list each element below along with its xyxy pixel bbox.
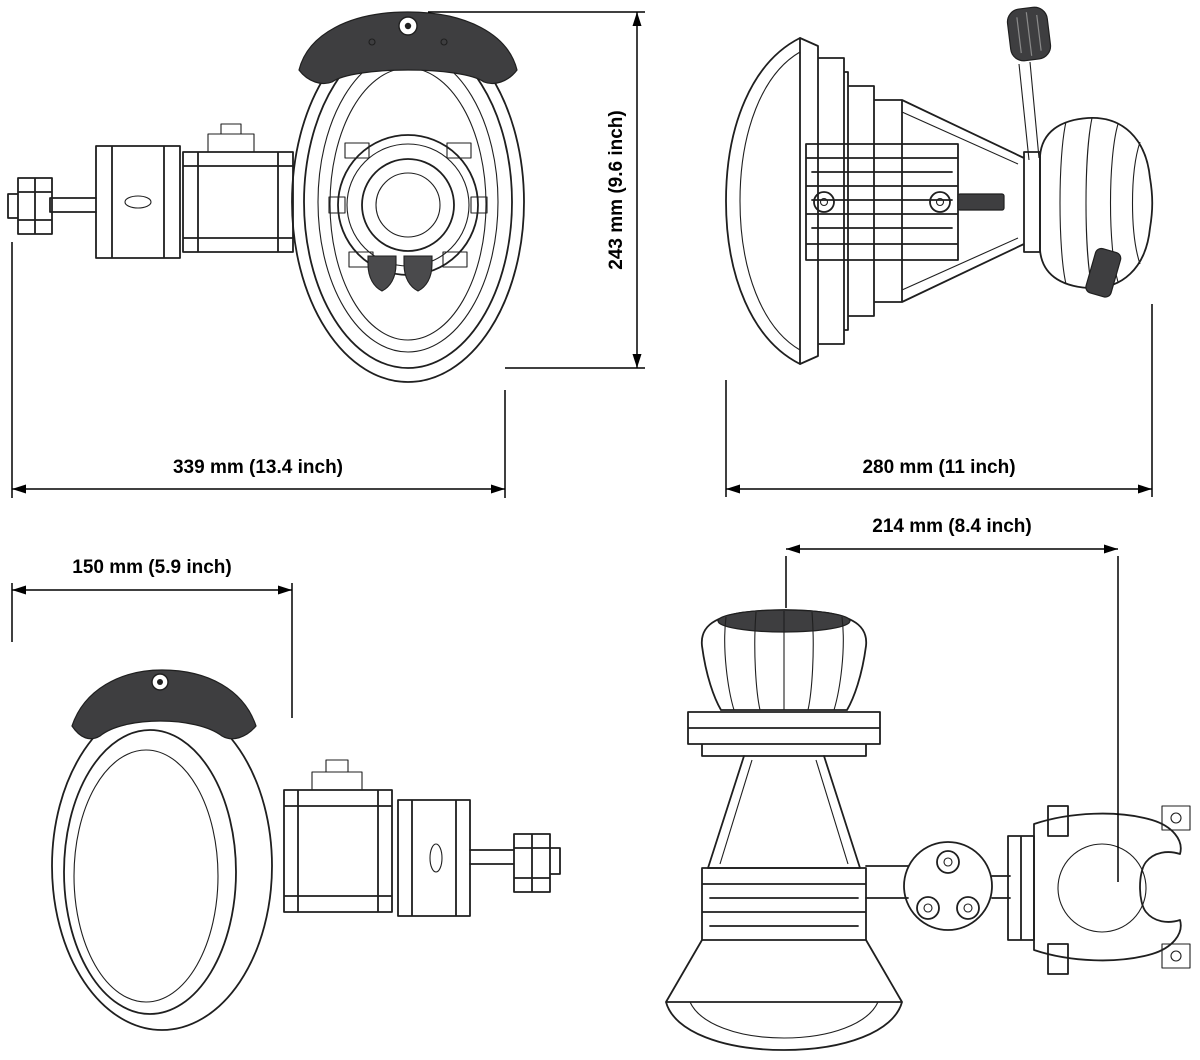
top-cap bbox=[71, 669, 257, 740]
rod-and-end-clamp bbox=[469, 833, 561, 893]
joint-bolt-top-center bbox=[943, 857, 953, 867]
front-view: 339 mm (13.4 inch) 243 mm (9.6 inch) bbox=[7, 11, 645, 498]
base-dome-inner bbox=[689, 1001, 879, 1039]
bracket-bolt-right bbox=[929, 191, 951, 213]
front-height-dimension: 243 mm (9.6 inch) bbox=[428, 11, 645, 369]
bezel-mid-ring bbox=[346, 143, 470, 267]
lens-ring bbox=[361, 158, 455, 252]
lever-grip-ridges bbox=[1016, 12, 1042, 56]
mount-bracket bbox=[283, 789, 393, 913]
clamp-slot bbox=[124, 195, 152, 209]
joint-bolt-left bbox=[916, 896, 940, 920]
cap-screw-right bbox=[440, 38, 448, 46]
handle-lever bbox=[1006, 6, 1052, 161]
front-mount-arm bbox=[7, 123, 294, 259]
rear-view: 214 mm (8.4 inch) bbox=[665, 516, 1191, 1051]
housing-outline bbox=[51, 701, 273, 1031]
joint-to-clamp-link bbox=[991, 875, 1011, 899]
top-cap bbox=[298, 11, 518, 85]
front-bezel bbox=[328, 134, 488, 292]
housing-ring-2 bbox=[303, 35, 513, 369]
clamp-plate bbox=[397, 799, 471, 917]
logo-badge bbox=[957, 193, 1005, 211]
lamp-ring bbox=[375, 172, 441, 238]
cap-knob-center bbox=[404, 22, 412, 30]
latch-tab-group bbox=[1085, 247, 1122, 298]
width-extension-lines bbox=[11, 242, 506, 498]
top-housing bbox=[51, 669, 273, 1031]
cap-screw-left bbox=[368, 38, 376, 46]
arm-link bbox=[865, 865, 909, 899]
pipe-clamp-body bbox=[1033, 812, 1182, 962]
joint-bolt-top bbox=[936, 850, 960, 874]
cone-inner-lines bbox=[901, 111, 1019, 291]
cap-knob-center bbox=[157, 679, 163, 685]
pipe-opening bbox=[1057, 843, 1147, 933]
lever-stem bbox=[1018, 61, 1040, 161]
bracket-top-bolt bbox=[207, 123, 255, 153]
lever-grip-group bbox=[1006, 6, 1052, 62]
rear-offset-dimension: 214 mm (8.4 inch) bbox=[785, 516, 1119, 882]
side-view: 280 mm (11 inch) bbox=[725, 6, 1154, 497]
front-width-dimension: 339 mm (13.4 inch) bbox=[11, 242, 506, 498]
clamp-bolts bbox=[1047, 805, 1069, 975]
bracket-fins bbox=[701, 867, 867, 941]
base-dome bbox=[665, 939, 903, 1051]
latch-tab bbox=[1085, 247, 1122, 298]
clamp-plate bbox=[95, 145, 181, 259]
rear-knob-ribs bbox=[1059, 117, 1141, 289]
pole-mount-assembly bbox=[865, 805, 1191, 975]
bracket-bolt-left bbox=[813, 191, 835, 213]
side-mount-bracket bbox=[805, 143, 1005, 261]
cable-connectors bbox=[367, 255, 433, 292]
height-extension-lines bbox=[428, 11, 645, 369]
clamp-back-plate bbox=[1007, 835, 1035, 941]
side-depth-label: 280 mm (11 inch) bbox=[862, 457, 1015, 478]
reflector-front bbox=[725, 37, 801, 365]
front-housing bbox=[291, 11, 525, 383]
cone-neck-inner bbox=[719, 759, 849, 865]
clamp-ear-bolt-top bbox=[1170, 812, 1182, 824]
top-mount-arm bbox=[283, 759, 561, 917]
joint-bolt-right-center bbox=[963, 903, 973, 913]
clamp-slot bbox=[429, 843, 443, 873]
bracket-bolt-left-center bbox=[819, 197, 829, 207]
joint-bolt-left-center bbox=[923, 903, 933, 913]
bezel-outer-ring bbox=[337, 134, 479, 276]
bracket-fins bbox=[805, 143, 959, 261]
housing-inner-ring bbox=[63, 729, 237, 1015]
rear-offset-label: 214 mm (8.4 inch) bbox=[872, 516, 1031, 537]
bracket-top-bolt bbox=[311, 759, 363, 791]
knob-ribs bbox=[724, 611, 844, 711]
body-step-rings bbox=[799, 37, 1041, 365]
clamp-ears bbox=[1161, 805, 1191, 969]
top-view: 150 mm (5.9 inch) bbox=[11, 557, 561, 1031]
housing-ring-inner bbox=[329, 67, 487, 341]
cone-neck bbox=[707, 755, 861, 869]
top-width-label: 150 mm (5.9 inch) bbox=[72, 557, 231, 578]
swivel-joint bbox=[903, 841, 993, 931]
rear-knob-assembly bbox=[701, 609, 867, 711]
front-height-label: 243 mm (9.6 inch) bbox=[606, 110, 627, 269]
housing-inner-ring-2 bbox=[73, 749, 219, 1003]
flange-ring bbox=[687, 711, 881, 757]
bracket-bolt-right-center bbox=[935, 197, 945, 207]
reflector-front-inner bbox=[739, 51, 801, 351]
front-width-label: 339 mm (13.4 inch) bbox=[173, 457, 343, 478]
offset-extension-lines bbox=[785, 556, 1119, 882]
bezel-lugs bbox=[328, 142, 488, 268]
rear-body bbox=[665, 711, 903, 1051]
clamp-ear-bolt-bottom bbox=[1170, 950, 1182, 962]
rear-knob bbox=[1039, 117, 1154, 289]
side-depth-dimension: 280 mm (11 inch) bbox=[725, 304, 1153, 497]
mount-bracket bbox=[182, 151, 294, 253]
top-width-dimension: 150 mm (5.9 inch) bbox=[11, 557, 293, 718]
depth-extension-lines bbox=[725, 304, 1153, 497]
rod-and-end-clamp bbox=[7, 177, 97, 235]
joint-bolt-right bbox=[956, 896, 980, 920]
